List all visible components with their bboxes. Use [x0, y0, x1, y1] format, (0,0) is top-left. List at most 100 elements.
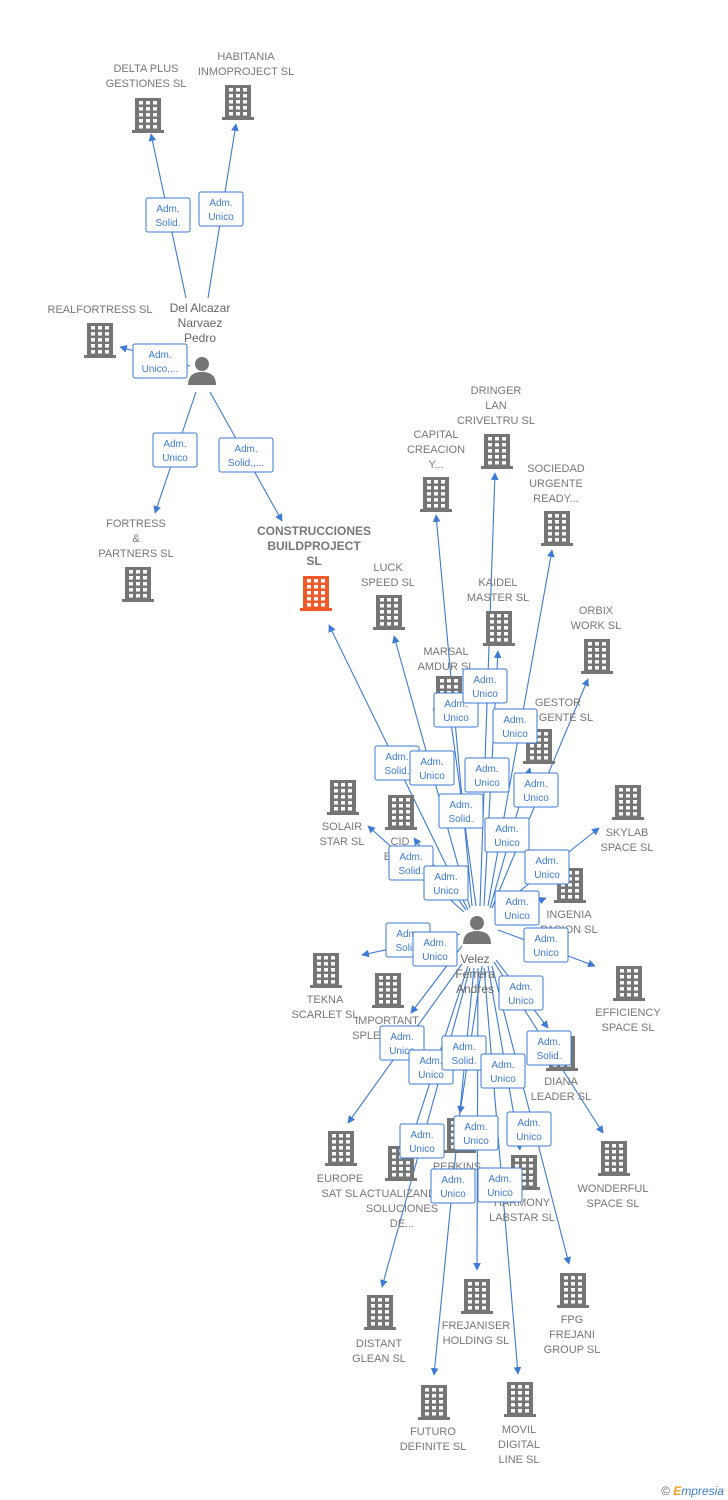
role-badge-delta[interactable]: Adm.Solid. — [145, 197, 191, 233]
company-node-fortress[interactable]: FORTRESS&PARTNERS SL — [98, 518, 174, 602]
company-label-line: BUILDPROJECT — [267, 539, 361, 553]
role-badge-dringer[interactable]: Adm.Unico — [462, 668, 508, 704]
role-badge-text: Unico — [433, 886, 459, 897]
role-badge-important[interactable]: Adm.Unico — [412, 931, 458, 967]
role-badge-text: Solid. — [384, 766, 409, 777]
role-badge-gestor[interactable]: Adm.Unico — [484, 817, 530, 853]
role-badge-text: Solid. — [155, 218, 180, 229]
role-badge-text: Adm. — [209, 198, 232, 209]
luck-building-icon — [373, 595, 405, 630]
role-badge-text: Adm. — [148, 350, 171, 361]
company-label-line: LAN — [485, 400, 506, 412]
role-badge-text: Unico — [487, 1188, 513, 1199]
role-badge-sociedad[interactable]: Adm.Unico — [492, 708, 538, 744]
delta-building-icon — [132, 98, 164, 133]
company-label-line: SPACE SL — [602, 1022, 655, 1034]
role-badge-text: Unico — [419, 771, 445, 782]
role-badge-construcciones[interactable]: Adm.Solid.,... — [218, 437, 274, 473]
company-label-line: DRINGER — [471, 385, 522, 397]
role-badge-wonderful[interactable]: Adm.Solid. — [526, 1030, 572, 1066]
role-badge-harmony[interactable]: Adm.Unico — [480, 1053, 526, 1089]
skylab-building-icon — [612, 785, 644, 820]
role-badge-text: Unico — [409, 1144, 435, 1155]
role-badge-habitania[interactable]: Adm.Unico — [198, 191, 244, 227]
role-badge-text: Adm. — [505, 897, 528, 908]
company-label-line: CID — [391, 836, 410, 848]
company-label-line: GROUP SL — [544, 1344, 601, 1356]
role-badge-distant[interactable]: Adm.Unico — [399, 1123, 445, 1159]
company-label-line: CAPITAL — [413, 429, 458, 441]
company-node-capital[interactable]: CAPITALCREACIONY... — [407, 429, 465, 512]
role-badge-futuro[interactable]: Adm.Unico — [430, 1168, 476, 1204]
role-badge-text: Unico — [389, 1046, 415, 1057]
role-badge-text: Adm. — [163, 439, 186, 450]
role-badge-luck[interactable]: Adm.Unico — [409, 750, 455, 786]
brand-initial: E — [673, 1484, 682, 1498]
company-node-realfortress[interactable]: REALFORTRESS SL — [48, 304, 153, 358]
role-badge-fpg[interactable]: Adm.Unico — [506, 1111, 552, 1147]
role-badge-efficiency[interactable]: Adm.Unico — [523, 927, 569, 963]
role-badge-movil[interactable]: Adm.Unico — [477, 1167, 523, 1203]
orbix-building-icon — [581, 639, 613, 674]
role-badge-text: Adm. — [441, 1175, 464, 1186]
role-badge-text: Adm. — [234, 444, 257, 455]
role-badge-skylab[interactable]: Adm.Unico — [524, 849, 570, 885]
role-badge-ingenia[interactable]: Adm.Unico — [494, 890, 540, 926]
role-badge-solair[interactable]: Adm.Solid. — [388, 845, 434, 881]
role-badge-text: Adm. — [444, 699, 467, 710]
company-label-line: IMPORTANT — [355, 1015, 419, 1027]
role-badge-text: Adm. — [491, 1060, 514, 1071]
company-label-line: DISTANT — [356, 1338, 403, 1350]
role-badge-frejaniser[interactable]: Adm.Unico — [453, 1115, 499, 1151]
capital-building-icon — [420, 477, 452, 512]
company-label-line: SOLUCIONES — [366, 1203, 438, 1215]
company-node-sociedad[interactable]: SOCIEDADURGENTEREADY... — [527, 463, 585, 546]
role-badge-diana[interactable]: Adm.Unico — [498, 975, 544, 1011]
role-badge-text: Unico — [534, 870, 560, 881]
role-badge-construcciones[interactable]: Adm.Solid. — [374, 745, 420, 781]
role-badge-realfortress[interactable]: Adm.Unico,... — [132, 343, 188, 379]
role-badge-cid[interactable]: Adm.Unico — [423, 865, 469, 901]
company-label-line: Y... — [428, 459, 443, 471]
company-label-line: KAIDEL — [478, 577, 517, 589]
role-badge-kaidel[interactable]: Adm.Unico — [464, 757, 510, 793]
role-badge-perkins[interactable]: Adm.Solid. — [441, 1035, 487, 1071]
person-label-line: Andres — [456, 982, 494, 996]
solair-building-icon — [327, 780, 359, 815]
role-badge-text: Adm. — [423, 938, 446, 949]
role-badge-marsal[interactable]: Adm.Solid. — [438, 793, 484, 829]
company-label-line: SPACE SL — [601, 842, 654, 854]
role-badge-fortress[interactable]: Adm.Unico — [152, 432, 198, 468]
brand-name: mpresia — [681, 1484, 724, 1498]
role-badge-text: Solid. — [398, 866, 423, 877]
company-label-line: SCARLET SL — [291, 1009, 358, 1021]
role-badge-orbix[interactable]: Adm.Unico — [513, 772, 559, 808]
europe-building-icon — [325, 1131, 357, 1166]
wonderful-building-icon — [598, 1141, 630, 1176]
role-badge-text: Adm. — [473, 675, 496, 686]
role-badge-text: Adm. — [449, 800, 472, 811]
